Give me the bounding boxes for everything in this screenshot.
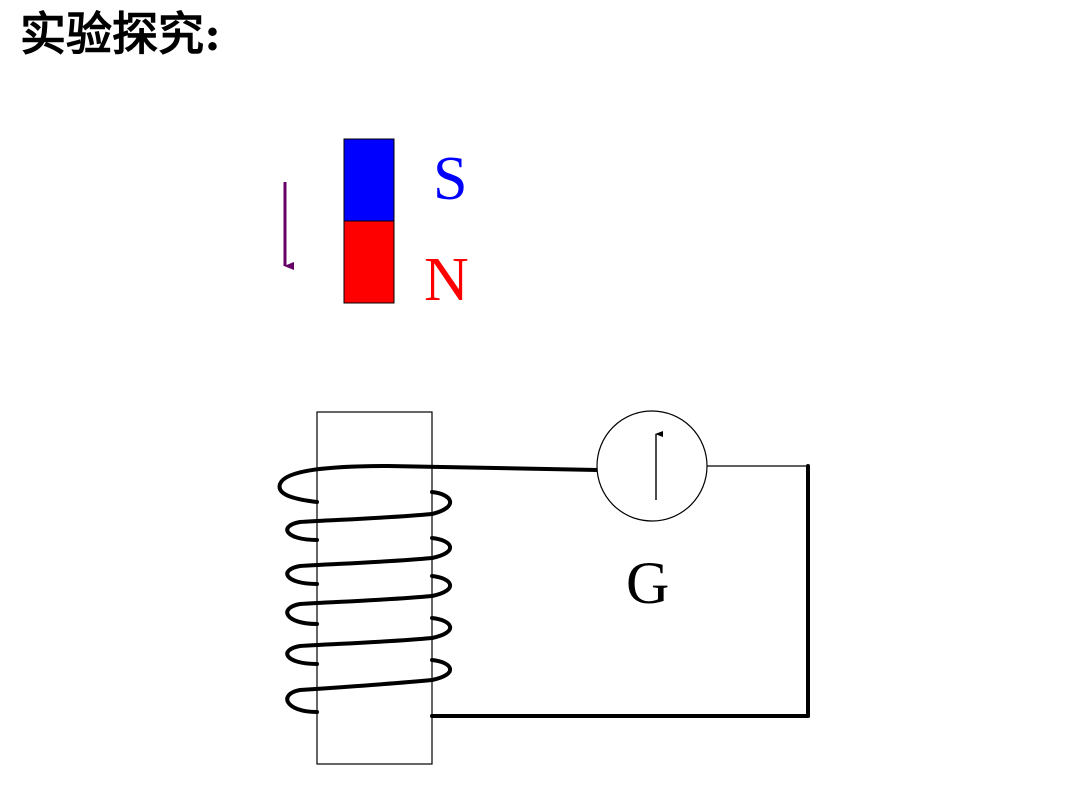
circuit-wire xyxy=(386,464,810,718)
galvanometer[interactable] xyxy=(596,410,708,522)
north-pole-label: N xyxy=(424,246,469,314)
coil-core xyxy=(316,411,433,765)
magnet-north-pole xyxy=(343,220,395,304)
coil-winding xyxy=(277,464,453,714)
magnet-south-pole xyxy=(343,138,395,222)
slide-title: 实验探究: xyxy=(20,7,221,61)
south-pole-label: S xyxy=(433,145,467,213)
galvanometer-label: G xyxy=(626,550,669,616)
galvanometer-dial xyxy=(596,410,708,522)
bar-magnet[interactable] xyxy=(343,138,395,304)
